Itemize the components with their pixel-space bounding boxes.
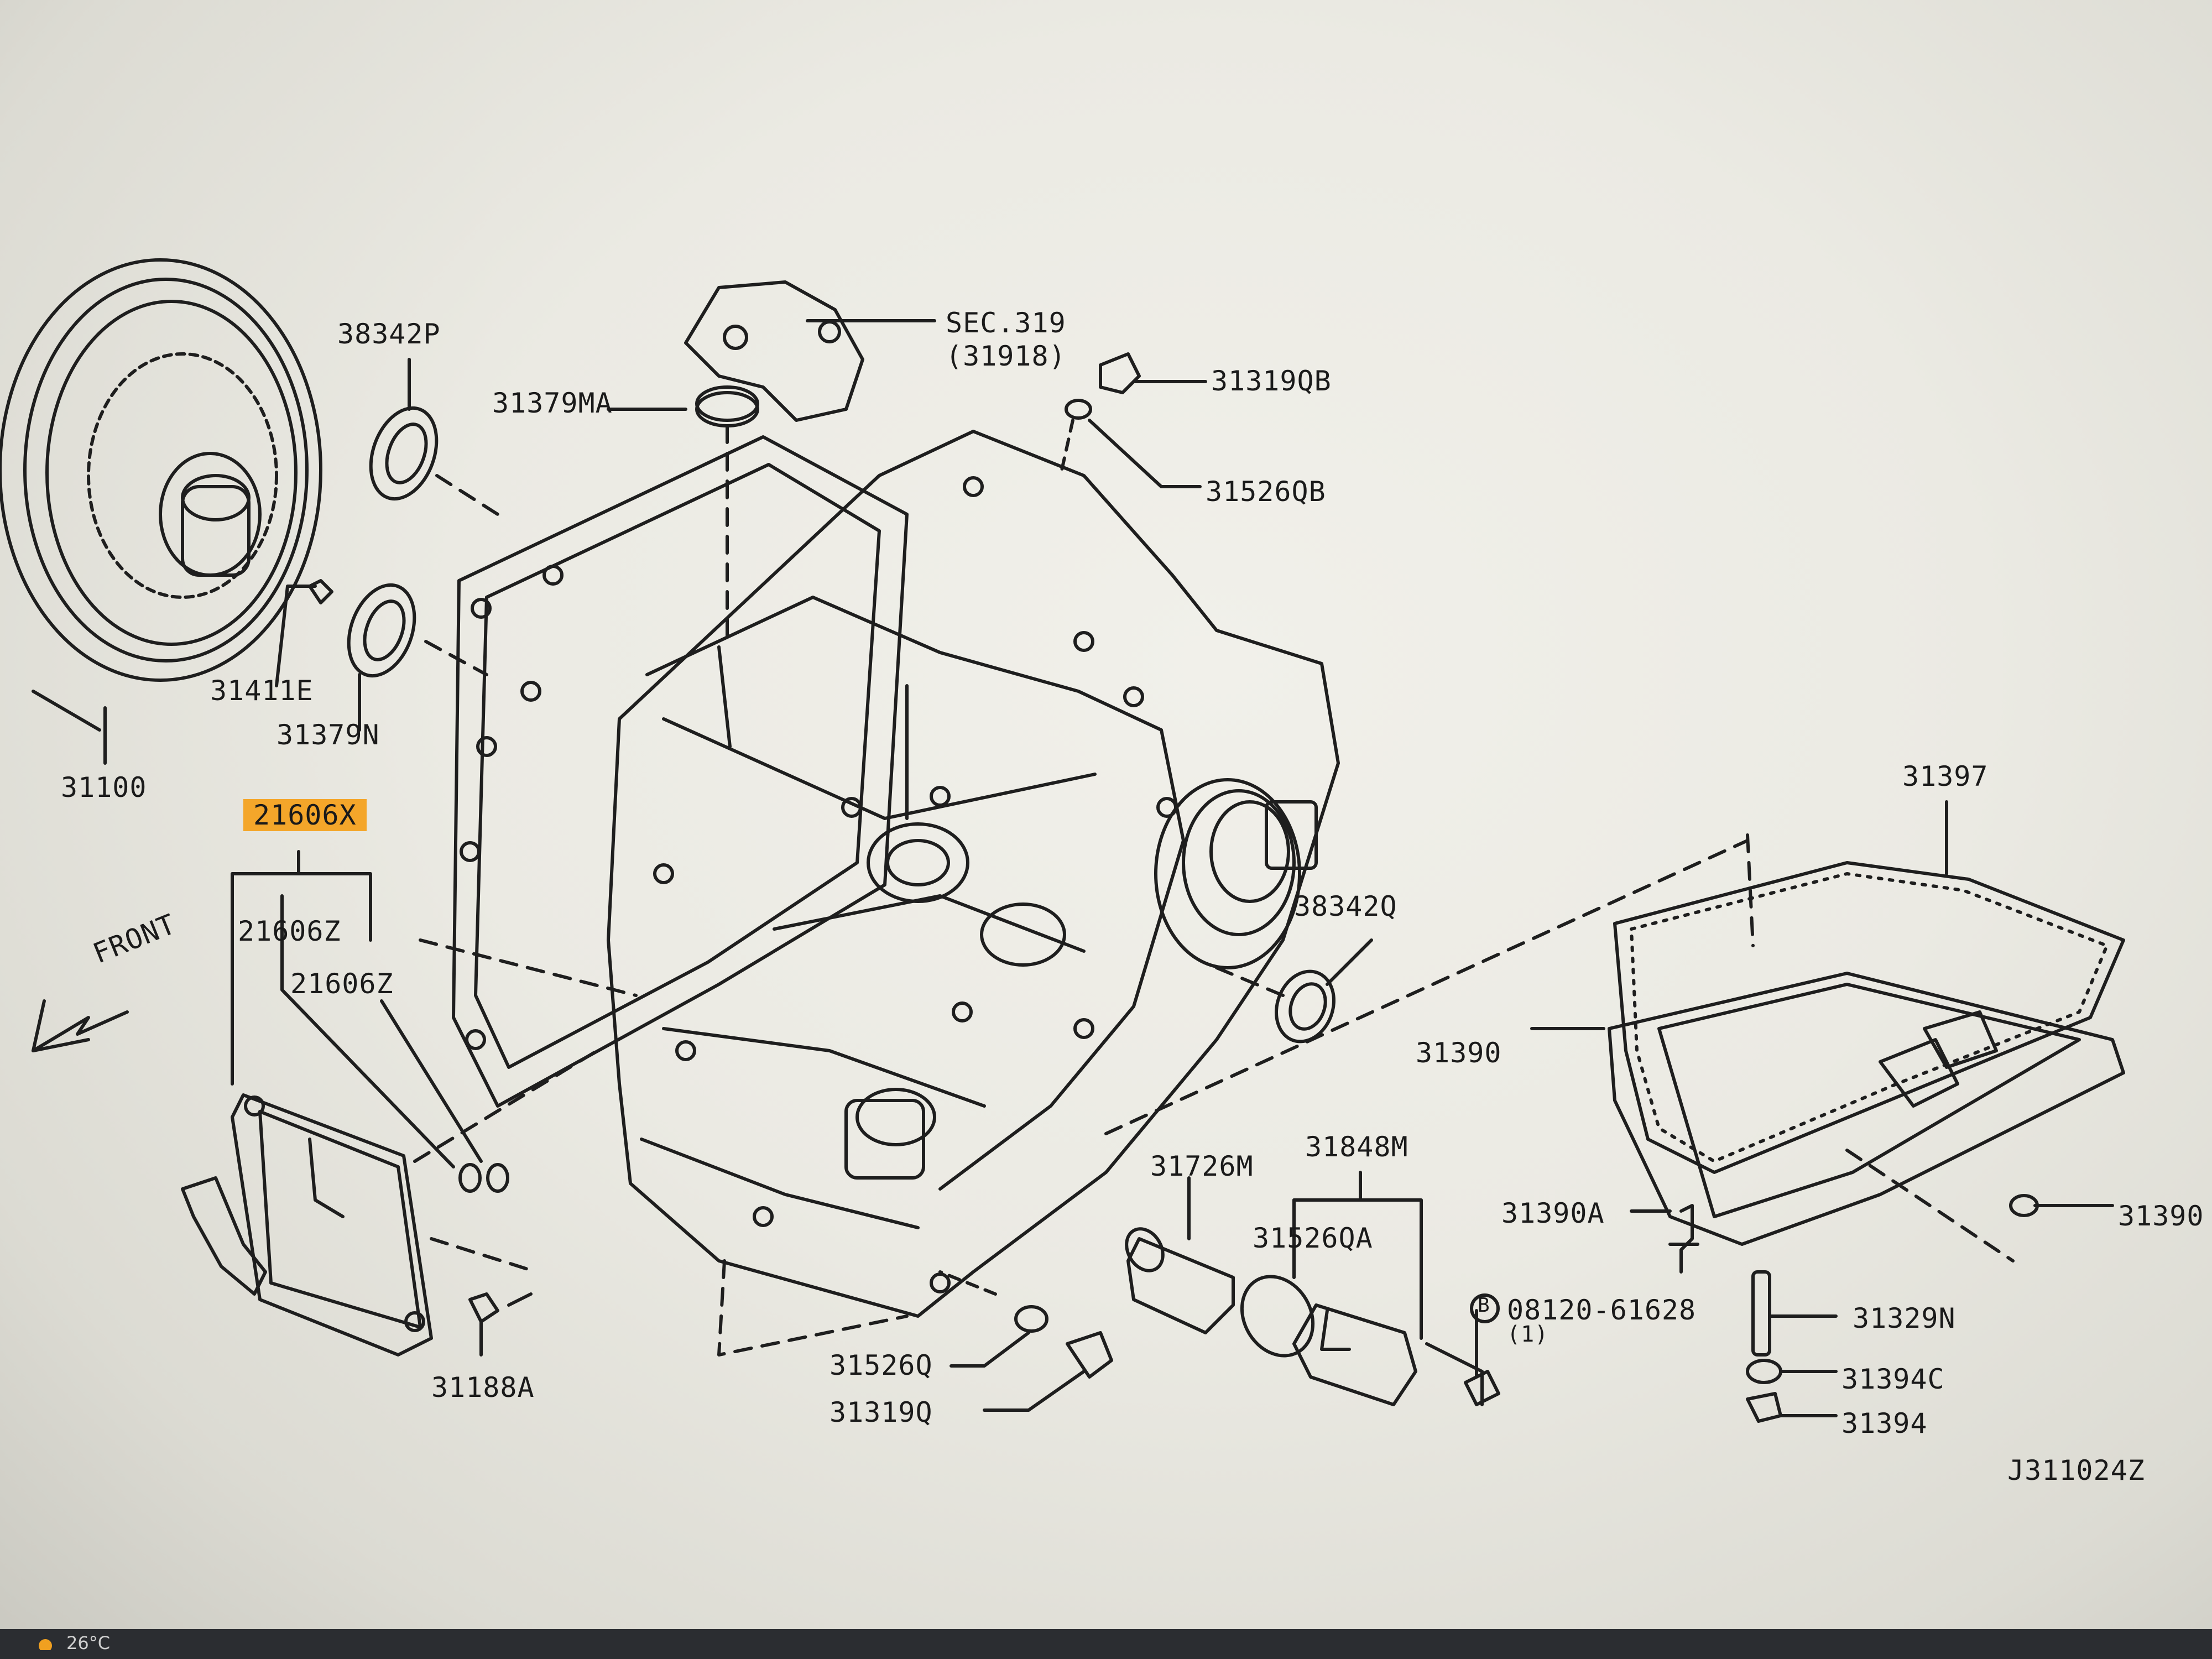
label-bolt-marker: B [1478, 1294, 1490, 1317]
label-31390: 31390 [1416, 1037, 1502, 1069]
label-38342p: 38342P [337, 318, 441, 350]
label-31188a: 31188A [431, 1371, 535, 1404]
label-31329n: 31329N [1853, 1302, 1956, 1334]
label-sec-ref: SEC.319 [946, 307, 1066, 339]
seal-38342p [369, 358, 499, 516]
label-31394c: 31394C [1841, 1363, 1945, 1395]
front-direction-arrow [32, 999, 129, 1052]
plug-31319q [938, 1270, 1113, 1412]
label-31379n: 31379N [276, 719, 380, 751]
taskbar [0, 1629, 2212, 1659]
bolt-marker-circle [1470, 1293, 1500, 1323]
label-31390-2: 31390 [2118, 1200, 2204, 1232]
oil-cooler [181, 850, 599, 1357]
bolt-31188a [468, 1292, 533, 1357]
seal-31379n [275, 583, 488, 732]
label-bolt-spec: 08120-61628 [1507, 1294, 1697, 1326]
sensor-sec319 [684, 280, 936, 422]
label-reference-code: J311024Z [2007, 1454, 2145, 1486]
label-31411e: 31411E [210, 675, 314, 707]
label-bolt-qty: (1) [1507, 1322, 1549, 1347]
weather-sun-icon[interactable] [33, 1634, 58, 1650]
label-21606x-highlighted: 21606X [243, 799, 367, 831]
taskbar-temperature[interactable]: 26°C [66, 1632, 111, 1653]
drain-plug [1630, 1204, 1838, 1423]
label-31394: 31394 [1841, 1407, 1928, 1439]
label-31319qb: 31319QB [1211, 365, 1332, 397]
label-31726m: 31726M [1150, 1150, 1254, 1182]
label-31379ma: 31379MA [492, 387, 613, 419]
label-31319q: 31319Q [830, 1396, 933, 1428]
bolt-31411e [308, 579, 333, 604]
label-31390a: 31390A [1501, 1197, 1605, 1229]
seal-38342q [1275, 938, 1373, 1044]
label-31526qb: 31526QB [1206, 476, 1326, 508]
label-31100: 31100 [61, 771, 147, 804]
label-31397: 31397 [1902, 760, 1989, 792]
torque-converter [0, 258, 322, 765]
oil-filter [1125, 1171, 1500, 1406]
label-31848m: 31848M [1305, 1131, 1408, 1163]
oil-pan [1104, 800, 2125, 1262]
label-31526qa: 31526QA [1253, 1222, 1373, 1254]
label-21606z-2: 21606Z [290, 968, 394, 1000]
label-21606z-1: 21606Z [238, 915, 341, 947]
transmission-case [419, 430, 1340, 1357]
label-38342q: 38342Q [1294, 890, 1397, 922]
seal-31379ma [607, 385, 759, 643]
label-sec-ref-sub: (31918) [946, 340, 1066, 372]
bolt-31319qb [1060, 352, 1207, 488]
label-31526q: 31526Q [830, 1349, 933, 1381]
